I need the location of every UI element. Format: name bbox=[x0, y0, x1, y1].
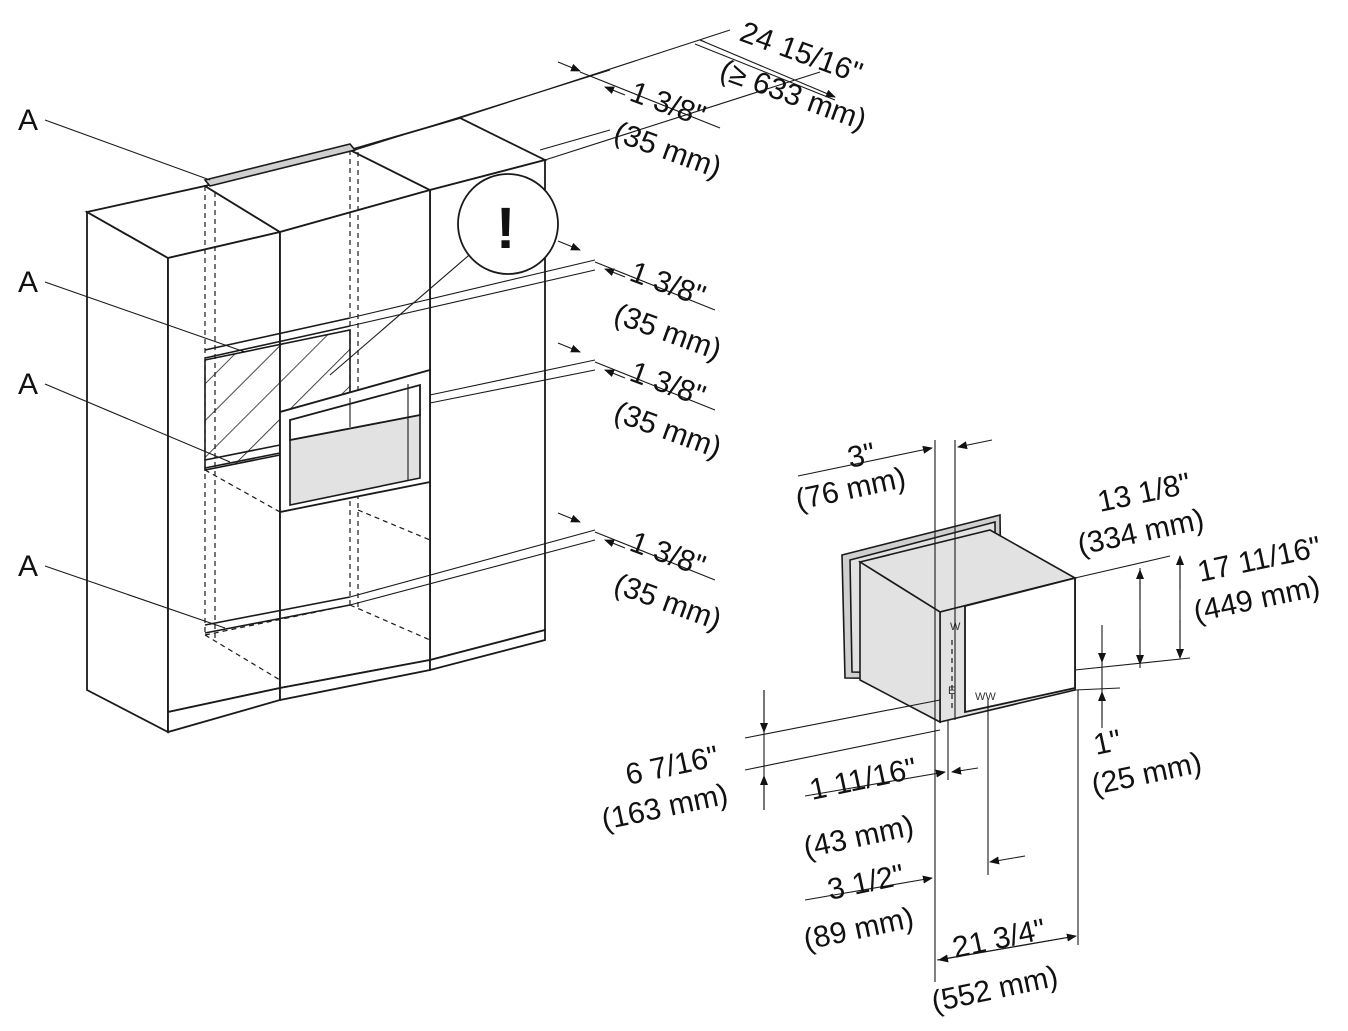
label-a-group: A A A A bbox=[18, 104, 246, 629]
appliance-dimension-lines bbox=[744, 439, 1191, 982]
dim-connection-mm: (89 mm) bbox=[801, 901, 917, 956]
marker-ww: WW bbox=[975, 691, 996, 703]
appliance-fascia bbox=[289, 383, 421, 442]
body-front bbox=[859, 560, 941, 724]
dim-body-depth-in: 21 3/4" bbox=[950, 913, 1049, 965]
plinth-right bbox=[429, 628, 546, 672]
dim-panel-in: 1 11/16" bbox=[807, 752, 920, 807]
dim-panel-mm: (43 mm) bbox=[801, 809, 917, 864]
warning-circle bbox=[457, 173, 559, 275]
label-a-lower-shelf: A bbox=[18, 368, 38, 401]
cabinet-dimension-texts: 24 15/16" (≥ 633 mm) 1 3/8" (35 mm) 1 3/… bbox=[610, 16, 871, 637]
label-a-bottom: A bbox=[18, 550, 38, 583]
warning-callout: ! bbox=[329, 173, 559, 376]
dim-body-depth-mm: (552 mm) bbox=[929, 960, 1061, 1019]
appliance-drawing: W E WW bbox=[841, 513, 1078, 724]
tall-cabinet bbox=[84, 117, 548, 734]
cabinet-dimension-lines bbox=[349, 29, 836, 606]
dim-front-depth-in: 3" bbox=[845, 437, 879, 475]
dim-lower-height-mm: (163 mm) bbox=[599, 778, 731, 837]
dim-connection-in: 3 1/2" bbox=[825, 858, 908, 906]
cabinet-left-side bbox=[86, 210, 169, 734]
dim-base-offset-in: 1" bbox=[1091, 724, 1125, 762]
label-a-top: A bbox=[18, 104, 38, 137]
label-a-upper-shelf: A bbox=[18, 266, 38, 299]
cabinet-front-left bbox=[167, 230, 281, 714]
dim-inner-height-mm: (334 mm) bbox=[1075, 503, 1207, 562]
dim-top-vent-mm: (35 mm) bbox=[610, 116, 726, 185]
marker-e: E bbox=[948, 685, 955, 697]
dim-shelf2-mm: (35 mm) bbox=[610, 396, 726, 465]
connection-zone bbox=[964, 576, 1076, 714]
warning-icon: ! bbox=[496, 196, 515, 261]
cabinet-middle-door bbox=[279, 478, 431, 690]
